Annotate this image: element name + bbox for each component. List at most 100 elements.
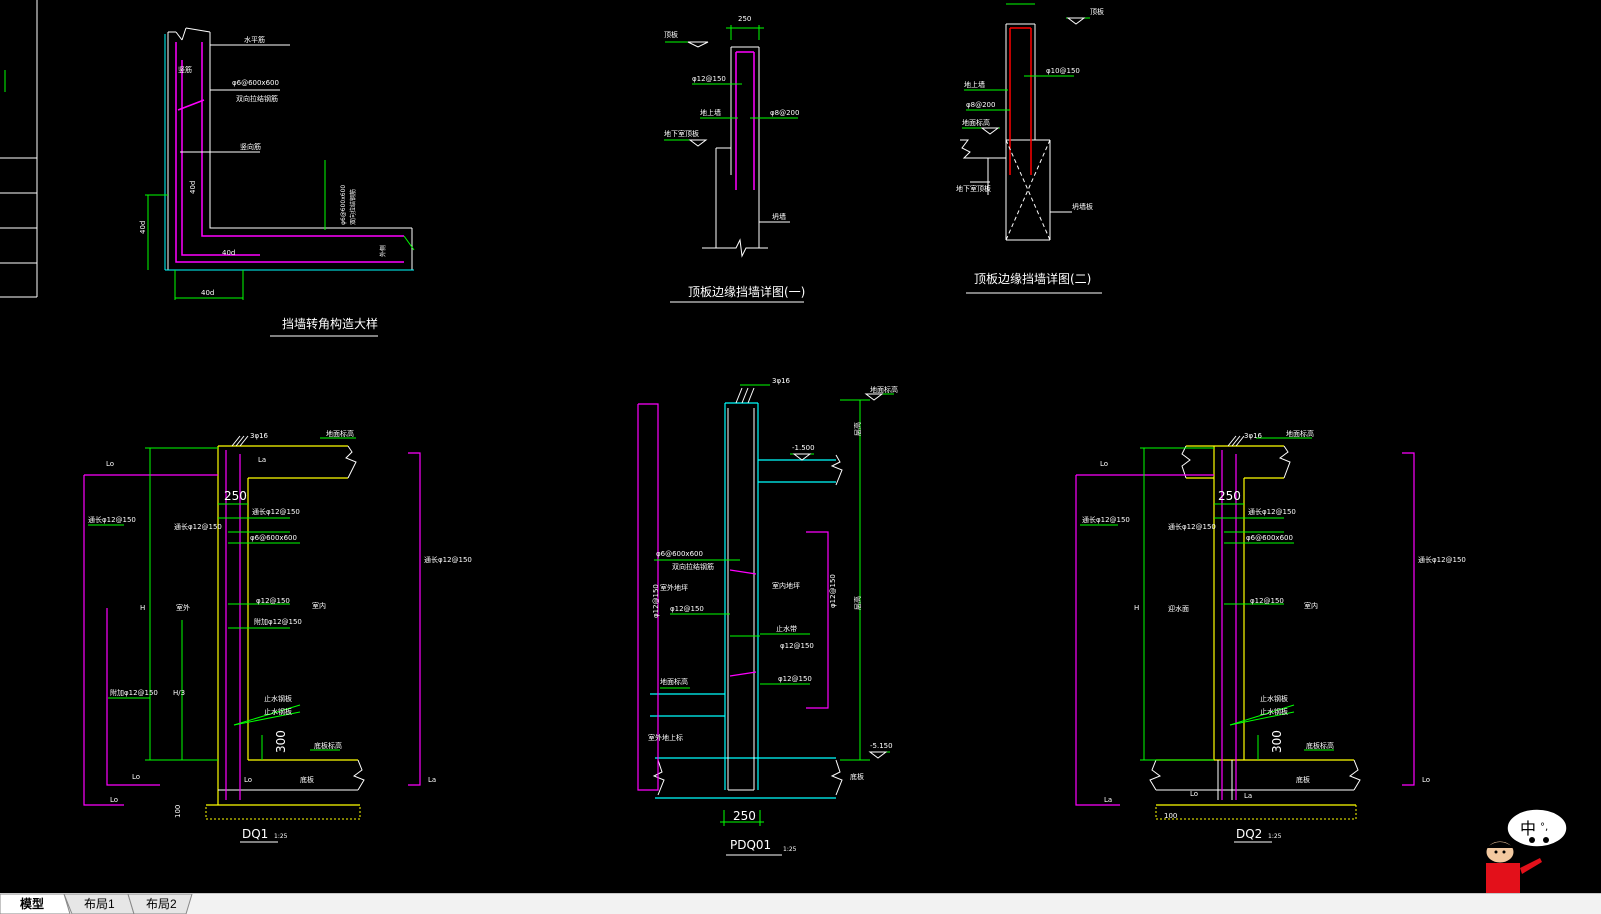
pdq-label-18: -5.150	[870, 742, 893, 750]
edge2-label-3: 地上墙	[964, 80, 985, 89]
pdq-label-8: φ12@150	[652, 584, 660, 618]
dq2-label-14: 止水钢板	[1260, 707, 1288, 716]
dq1-title: DQ1	[242, 827, 268, 841]
edge2-label-1: 顶板	[1090, 7, 1104, 16]
dq1-label-21: 底板	[300, 775, 314, 784]
pdq-label-20: 250	[733, 809, 756, 823]
pdq-label-16: 层高	[853, 596, 862, 610]
pdq-label-4: 层高	[853, 422, 862, 436]
dq1-label-23: Lo	[244, 776, 252, 784]
pdq01-section: 3φ16 地面标高 -1.500 层高 φ6@600x600 双向拉结钢筋 室外…	[637, 377, 898, 856]
edge1-label-2: 顶板	[664, 30, 678, 39]
corner-detail: 水平筋 竖筋 φ6@600x600 双向拉结钢筋 竖向筋 40d 40d 40d…	[139, 27, 415, 337]
pdq-label-14: 地面标高	[660, 677, 688, 686]
dq2-label-5: 通长φ12@150	[1248, 507, 1296, 516]
dq2-label-3: Lo	[1100, 460, 1108, 468]
corner-label-11: 双向拉结钢筋	[349, 189, 357, 225]
dq2-label-4: 250	[1218, 489, 1241, 503]
dq2-label-16: 底板标高	[1306, 741, 1334, 750]
dq1-cushion	[205, 804, 361, 820]
tab-layout2[interactable]: 布局2	[146, 897, 177, 911]
dq2-label-1: 3φ16	[1244, 432, 1263, 440]
dq2-title: DQ2	[1236, 827, 1262, 841]
edge2-label-2: φ10@150	[1046, 67, 1080, 75]
dq1-label-20: 底板标高	[314, 741, 342, 750]
dq1-label-24: Lo	[110, 796, 118, 804]
edge1-label-6: 地下室顶板	[664, 129, 699, 138]
dq2-label-9: H	[1134, 604, 1139, 612]
corner-label-8: 40d	[139, 221, 147, 234]
ime-punct-label: °,	[1540, 822, 1548, 833]
dq1-label-1: 3φ16	[250, 432, 269, 440]
edge2-title: 顶板边缘挡墙详图(二)	[974, 271, 1091, 286]
dq2-label-6: 通长φ12@150	[1168, 522, 1216, 531]
dq1-label-2: 地面标高	[326, 429, 354, 438]
pdq-label-1: 3φ16	[772, 377, 791, 385]
edge2-label-5: 地面标高	[962, 118, 990, 127]
speech-bubble	[1506, 808, 1568, 848]
pdq-label-9: 室内地坪	[772, 581, 800, 590]
dq2-label-15: 300	[1270, 730, 1284, 753]
dq1-label-10: H	[140, 604, 145, 612]
pdq-label-15: φ12@150	[778, 675, 812, 683]
dq2-section: 3φ16 地面标高 Lo 250 通长φ12@150 通长φ12@150 通长φ…	[1075, 429, 1466, 843]
edge1-label-3: φ12@150	[692, 75, 726, 83]
edge2-label-7: 坍墙板	[1072, 202, 1093, 211]
pdq-title: PDQ01	[730, 838, 771, 852]
dq2-label-17: 底板	[1296, 775, 1310, 784]
pdq-label-13: φ12@150	[780, 642, 814, 650]
edge1-label-4: 地上墙	[700, 108, 721, 117]
dq2-label-12: 室内	[1304, 601, 1318, 610]
edge1-title: 顶板边缘挡墙详图(一)	[688, 284, 805, 299]
ime-mode-label: 中	[1520, 819, 1536, 838]
dq1-label-17: 止水钢板	[264, 694, 292, 703]
tab-layout1[interactable]: 布局1	[84, 897, 115, 911]
corner-label-10: φ6@600x600	[340, 185, 347, 225]
corner-label-1: 水平筋	[244, 35, 265, 44]
pdq-label-12: 止水带	[776, 624, 797, 633]
dq1-label-15: H/3	[173, 689, 185, 697]
dq2-scale: 1:25	[1268, 833, 1282, 840]
dq1-label-16: 附加φ12@150	[110, 688, 158, 697]
pdq-label-7: 室外地坪	[660, 583, 688, 592]
dq1-label-27: 通长φ12@150	[424, 555, 472, 564]
corner-label-3: φ6@600x600	[232, 79, 279, 87]
partial-table	[0, 0, 38, 298]
edge2-label-6: 地下室顶板	[956, 184, 991, 193]
corner-label-9: 40d	[201, 289, 214, 297]
cad-drawing-canvas[interactable]: 水平筋 竖筋 φ6@600x600 双向拉结钢筋 竖向筋 40d 40d 40d…	[0, 0, 1601, 893]
dq1-scale: 1:25	[274, 833, 288, 840]
dq2-label-8: φ6@600x600	[1246, 534, 1293, 542]
dq1-label-22: Lo	[132, 773, 140, 781]
dq2-label-13: 止水钢板	[1260, 694, 1288, 703]
dq1-label-12: 室外	[176, 603, 190, 612]
edge1-label-1: 250	[738, 15, 751, 23]
dq1-label-13: 室内	[312, 601, 326, 610]
dq1-label-19: 300	[274, 730, 288, 753]
edge1-label-5: φ8@200	[770, 109, 799, 117]
pdq-label-17: 室外地上标	[648, 733, 683, 742]
dq1-label-8: 通长φ12@150	[88, 515, 136, 524]
dq2-label-22: 通长φ12@150	[1418, 555, 1466, 564]
pdq-scale: 1:25	[783, 846, 797, 853]
corner-label-2: 竖筋	[178, 65, 192, 74]
drawing-svg[interactable]: 水平筋 竖筋 φ6@600x600 双向拉结钢筋 竖向筋 40d 40d 40d…	[0, 0, 1601, 893]
character-shirt-icon	[1486, 863, 1520, 893]
tab-model[interactable]: 模型	[20, 897, 45, 911]
ime-mascot[interactable]: 中 °,	[1480, 808, 1601, 893]
pdq-label-10: φ12@150	[670, 605, 704, 613]
edge-detail-2: 顶板 φ10@150 地上墙 φ8@200 地面标高 地下室顶板 坍墙板 顶板边…	[956, 3, 1104, 294]
dq2-label-20: La	[1104, 796, 1112, 804]
dq1-label-5: 250	[224, 489, 247, 503]
edge-detail-1: 250 顶板 φ12@150 地上墙 φ8@200 地下室顶板 坍墙 顶板边缘挡…	[664, 15, 805, 303]
dq2-label-23: Lo	[1422, 776, 1430, 784]
pdq-label-19: 底板	[850, 772, 864, 781]
dq1-label-18: 止水钢板	[264, 707, 292, 716]
layout-tab-bar: 模型 布局1 布局2	[0, 893, 1601, 914]
corner-label-4: 双向拉结钢筋	[236, 94, 278, 103]
tab-shapes	[0, 894, 193, 914]
pdq-label-6: 双向拉结钢筋	[672, 562, 714, 571]
corner-title: 挡墙转角构造大样	[282, 316, 378, 331]
pdq-label-3: -1.500	[792, 444, 815, 452]
dq2-label-7: 通长φ12@150	[1082, 515, 1130, 524]
